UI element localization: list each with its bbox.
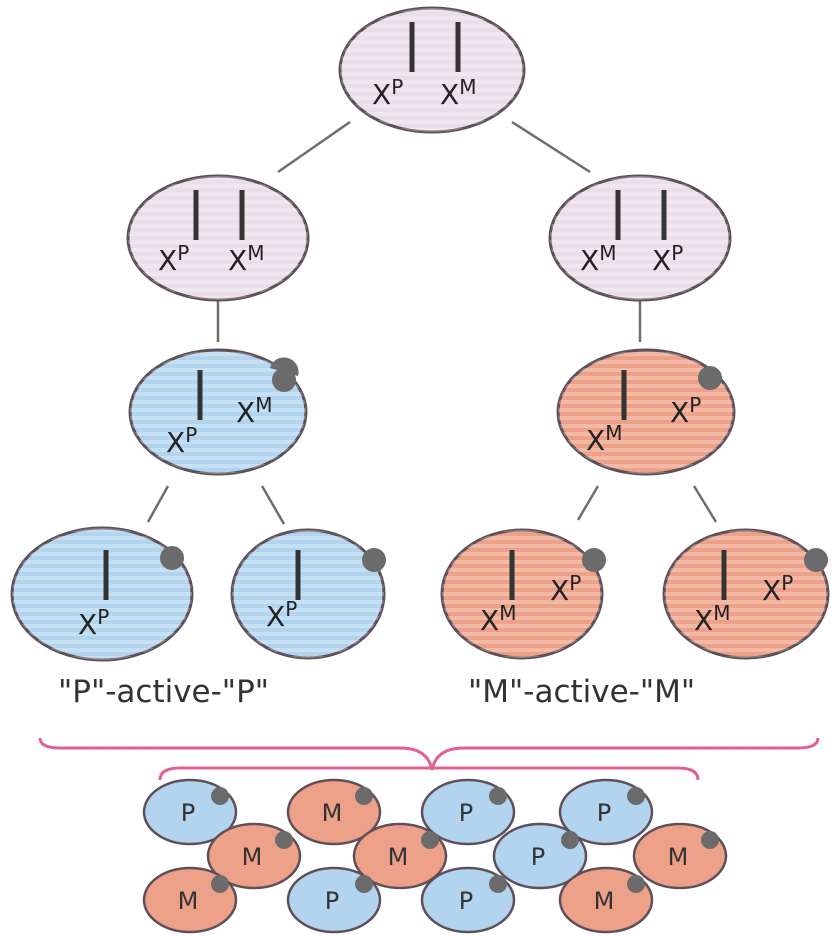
mosaic-cell: P xyxy=(558,778,654,846)
inactive-x-dot xyxy=(489,875,507,893)
inactive-x-dot xyxy=(362,548,386,572)
maternal-active-cell: XM XP xyxy=(556,348,736,476)
active-chromosome-label: XP xyxy=(78,605,109,641)
inactive-x-dot xyxy=(275,831,293,849)
line-m-split-left xyxy=(576,485,600,521)
mosaic-cell: M xyxy=(558,866,654,934)
inactive-chromosome-label: XP xyxy=(762,571,793,607)
early-right-chrom-2: XP xyxy=(652,241,683,277)
inactive-x-dot xyxy=(160,546,184,570)
mosaic-cell: P xyxy=(420,778,516,846)
line-zygote-right xyxy=(511,120,591,174)
mosaic-cell: M xyxy=(632,822,728,890)
mosaic-cell-label: P xyxy=(459,887,473,915)
daughter-cell-m-1: XM XP xyxy=(440,528,606,660)
mosaic-cell: M xyxy=(142,866,238,934)
mosaic-tissue: P M P P M M P M M P P M xyxy=(142,778,728,934)
inactive-x-dot xyxy=(272,368,296,392)
inactive-x-dot xyxy=(489,787,507,805)
early-right-chrom-1: XM xyxy=(580,241,616,277)
inactive-x-dot xyxy=(211,787,229,805)
mosaic-bracket xyxy=(158,766,700,781)
daughter-cell-m-2: XM XP xyxy=(662,528,830,660)
early-cell-right: XM XP xyxy=(548,174,732,302)
line-p-split-left xyxy=(146,485,170,523)
daughter-cell-p-1: XP xyxy=(10,526,194,662)
early-cell-left: XP XM xyxy=(126,174,310,302)
mosaic-cell-label: M xyxy=(322,799,343,827)
inactive-chromosome-label: XP xyxy=(550,571,581,607)
inactive-chromosome-label: XM xyxy=(236,393,272,429)
mosaic-cell: M xyxy=(206,822,302,890)
mosaic-cell-label: M xyxy=(388,843,409,871)
zygote-cell: XP XM xyxy=(338,6,526,134)
label-m-lineage: "M"-active-"M" xyxy=(468,674,695,710)
line-p-split-right xyxy=(260,485,286,525)
mosaic-cell: M xyxy=(352,822,448,890)
active-chromosome-label: XM xyxy=(694,601,730,637)
active-chromosome-label: XP xyxy=(266,597,297,633)
early-left-chrom-1: XP xyxy=(158,241,189,277)
zygote-left-label: XP xyxy=(372,75,403,111)
inactive-x-dot xyxy=(627,787,645,805)
mosaic-cell-label: M xyxy=(178,887,199,915)
daughter-cell-p-2: XP xyxy=(230,528,386,660)
mosaic-cell-label: M xyxy=(594,887,615,915)
line-zygote-left xyxy=(277,120,351,174)
inactive-x-dot xyxy=(582,548,606,572)
inactive-x-dot xyxy=(627,875,645,893)
zygote-right-label: XM xyxy=(440,75,476,111)
mosaic-cell-label: P xyxy=(325,887,339,915)
inactive-x-dot xyxy=(561,831,579,849)
inactive-x-dot xyxy=(355,875,373,893)
active-chromosome-label: XM xyxy=(480,601,516,637)
inactive-x-dot xyxy=(355,787,373,805)
mosaic-cell: P xyxy=(492,822,588,890)
brace-bracket xyxy=(38,737,820,771)
mosaic-cell-label: M xyxy=(668,843,689,871)
inactive-x-dot xyxy=(804,548,828,572)
inactive-chromosome-label: XP xyxy=(670,393,701,429)
inactive-x-dot xyxy=(211,875,229,893)
inactive-x-dot xyxy=(698,366,722,390)
mosaic-cell-label: P xyxy=(181,799,195,827)
active-chromosome-label: XM xyxy=(586,421,622,457)
label-p-lineage: "P"-active-"P" xyxy=(58,674,269,710)
line-m-split-right xyxy=(692,485,718,523)
mosaic-cell-label: P xyxy=(597,799,611,827)
mosaic-cell: P xyxy=(286,866,382,934)
mosaic-cell: M xyxy=(286,778,382,846)
active-chromosome-label: XP xyxy=(166,423,197,459)
early-left-chrom-2: XM xyxy=(228,241,264,277)
paternal-active-cell: XP XM xyxy=(128,348,308,476)
mosaic-cell: P xyxy=(142,778,238,846)
mosaic-cell-label: P xyxy=(459,799,473,827)
lineage-lines xyxy=(146,120,718,525)
mosaic-cell: P xyxy=(420,866,516,934)
inactive-x-dot xyxy=(701,831,719,849)
mosaic-cell-label: M xyxy=(242,843,263,871)
inactive-x-dot xyxy=(421,831,439,849)
mosaic-cell-label: P xyxy=(531,843,545,871)
